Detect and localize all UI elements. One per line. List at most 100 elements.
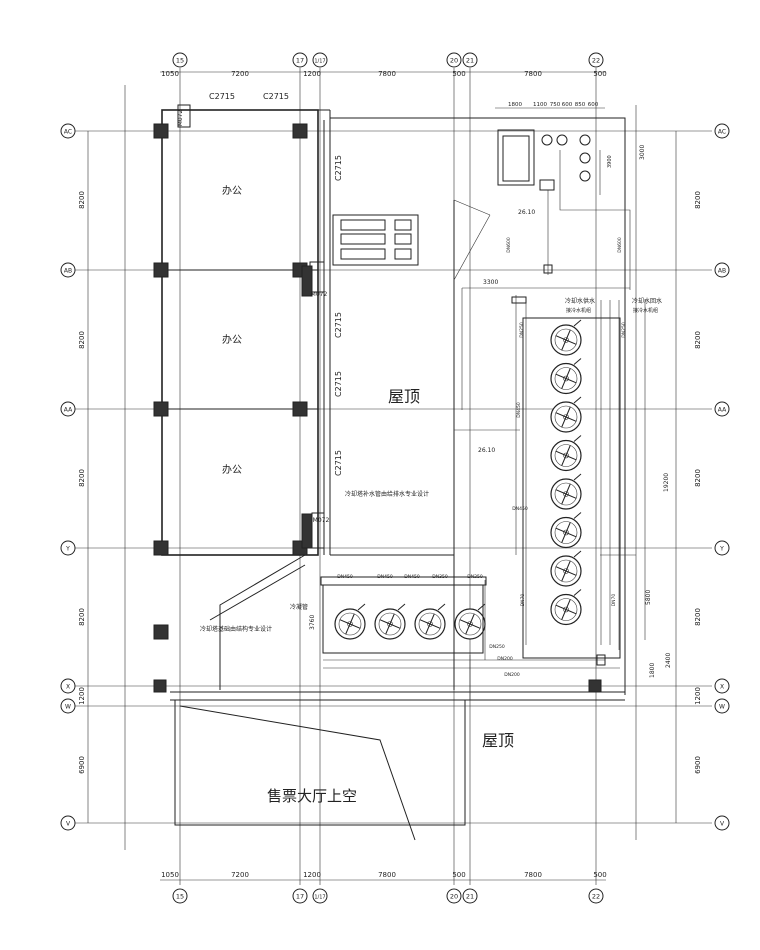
pipe-size-label: DN70: [520, 594, 526, 607]
axis-bubble: [60, 123, 76, 139]
door-label: M072: [177, 110, 184, 127]
room-label: 办公: [222, 463, 242, 476]
axis-bubble: [446, 52, 462, 68]
dim-bottom: 1200: [303, 871, 321, 879]
pipe-size-label: DN600: [506, 237, 512, 253]
pipe-size-label: DN450: [516, 402, 522, 418]
equip-dim: 1100: [533, 102, 547, 108]
dim-top: 7200: [231, 70, 249, 78]
dim-bottom: 7200: [231, 871, 249, 879]
pipe-size-label: DN250: [519, 322, 525, 338]
axis-label: 22: [592, 893, 600, 901]
axis-label: Y: [719, 546, 724, 553]
room-label: 屋顶: [482, 731, 514, 750]
axis-label: V: [720, 821, 725, 828]
axis-bubble: [292, 888, 308, 904]
axis-bubble: [714, 815, 730, 831]
axis-bubble: [312, 888, 328, 904]
axis-bubble: [462, 52, 478, 68]
dim-left: 1200: [78, 687, 86, 705]
axis-label: 20: [450, 893, 458, 901]
axis-bubble: [60, 401, 76, 417]
label-top-left: 冷凝管: [290, 603, 308, 611]
dim-top: 7800: [524, 70, 542, 78]
dim-right: 8200: [694, 191, 702, 209]
room-label: 办公: [222, 184, 242, 197]
pipe-size-label: DN450: [512, 506, 528, 512]
axis-label: 21: [466, 57, 474, 65]
dim-left: 6900: [78, 756, 86, 774]
cooling-tower-fan: [550, 319, 582, 356]
cooling-tower-fan: [550, 550, 582, 587]
axis-bubble: [714, 262, 730, 278]
elevation-2: 26.10: [478, 447, 495, 454]
equip-dim: 600: [562, 102, 573, 108]
cooling-tower-fan: [550, 396, 582, 433]
equip-dim: 850: [575, 102, 586, 108]
axis-label: W: [719, 704, 725, 711]
axis-label: AB: [718, 268, 726, 275]
equip-dim: 1800: [508, 102, 522, 108]
axis-bubble: [714, 698, 730, 714]
dim-5800: 5800: [645, 590, 652, 605]
axis-bubble: [588, 888, 604, 904]
dim-left: 8200: [78, 191, 86, 209]
dim-right: 8200: [694, 331, 702, 349]
annotation-texts: 冷却塔补水管由给排水专业设计 冷却塔基础由结构专业设计 冷凝管 冷却水供水 冷却…: [200, 145, 672, 678]
dimension-labels: 1050 7200 1200 7800 500 7800 500 1050 7200 1200 78…: [78, 70, 702, 879]
roof-outline: [170, 117, 626, 841]
axis-bubble: [60, 262, 76, 278]
dim-bottom: 500: [593, 871, 606, 879]
dim-3300: 3300: [483, 279, 498, 286]
dim-top: 1200: [303, 70, 321, 78]
control-panel: [332, 214, 419, 266]
dim-bottom: 7800: [524, 871, 542, 879]
tower-pipes: [320, 287, 646, 700]
axis-label: 17: [296, 57, 304, 65]
cooling-tower-fan: [550, 358, 582, 395]
dim-top: 1050: [161, 70, 179, 78]
label-supply-2: 接冷水机组: [566, 307, 591, 314]
note-base: 冷却塔基础由结构专业设计: [200, 625, 272, 633]
window-label: C2715: [209, 92, 235, 101]
dim-right: 8200: [694, 608, 702, 626]
pipe-size-label: DN250: [489, 644, 505, 650]
axis-bubble: [714, 123, 730, 139]
cooling-tower-fan: [374, 603, 406, 640]
dim-left: 8200: [78, 469, 86, 487]
axis-label: X: [720, 684, 724, 691]
axis-label: 17: [296, 893, 304, 901]
pipe-size-label: DN450: [377, 574, 393, 580]
room-label: 办公: [222, 333, 242, 346]
dim-right: 8200: [694, 469, 702, 487]
cooling-tower-fan: [550, 512, 582, 549]
dim-bottom: 1050: [161, 871, 179, 879]
pipe-size-label: DN200: [497, 656, 513, 662]
pipe-size-label: DN350: [432, 574, 448, 580]
axis-bubble: [60, 678, 76, 694]
dim-bottom: 7800: [378, 871, 396, 879]
window-label: C2715: [263, 92, 289, 101]
cooling-towers: [334, 319, 582, 640]
room-label: 售票大厅上空: [267, 787, 357, 805]
axis-label: W: [65, 704, 71, 711]
window-label: C2715: [334, 155, 343, 181]
cooling-tower-fan: [550, 435, 582, 472]
dim-top: 500: [593, 70, 606, 78]
window-label: C2715: [334, 450, 343, 476]
dim-top: 500: [452, 70, 465, 78]
axis-label: AC: [718, 129, 726, 136]
equip-dim: 600: [588, 102, 599, 108]
axis-bubble: [714, 401, 730, 417]
dim-top: 7800: [378, 70, 396, 78]
dim-2400: 2400: [665, 653, 672, 668]
axis-bubble: [714, 678, 730, 694]
cooling-tower-fan: [334, 603, 366, 640]
extent-lines: [87, 71, 677, 881]
note-pipe: 冷却塔补水管由给排水专业设计: [345, 490, 429, 498]
office-block: [161, 104, 331, 556]
